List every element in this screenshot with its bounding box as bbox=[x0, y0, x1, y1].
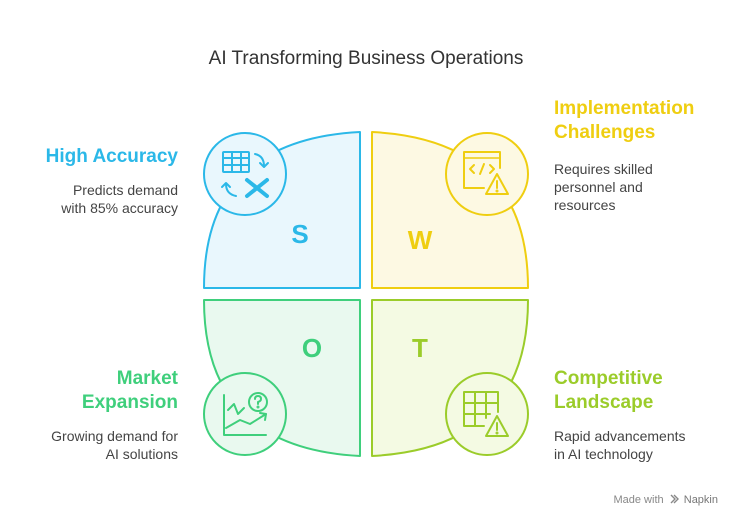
threat-description-line: in AI technology bbox=[554, 446, 653, 462]
attribution-brand: Napkin bbox=[683, 494, 718, 506]
weakness-heading-line: Implementation bbox=[554, 98, 695, 119]
opportunity-description-line: Growing demand for bbox=[51, 428, 178, 444]
chart-question-icon bbox=[203, 372, 287, 456]
threat-heading: Competitive Landscape bbox=[554, 367, 663, 415]
spreadsheet-formula-icon bbox=[203, 132, 287, 216]
napkin-logo-icon bbox=[670, 494, 679, 504]
napkin-attribution[interactable]: Made with Napkin bbox=[613, 494, 718, 506]
letter-t: T bbox=[412, 333, 428, 363]
strength-description-line: with 85% accuracy bbox=[61, 200, 178, 216]
opportunity-heading-line: Expansion bbox=[81, 392, 178, 413]
threat-heading-line: Competitive bbox=[554, 368, 663, 389]
weakness-heading: Implementation Challenges bbox=[554, 97, 694, 145]
attribution-prefix: Made with bbox=[613, 494, 664, 506]
letter-w: W bbox=[408, 225, 433, 255]
opportunity-heading: Market Expansion bbox=[82, 367, 178, 415]
threat-description-line: Rapid advancements bbox=[554, 428, 686, 444]
weakness-heading-line: Challenges bbox=[554, 122, 656, 143]
strength-description: Predicts demand with 85% accuracy bbox=[61, 181, 178, 217]
weakness-description: Requires skilled personnel and resources bbox=[554, 160, 653, 214]
code-warning-icon bbox=[445, 132, 529, 216]
weakness-description-line: Requires skilled bbox=[554, 161, 653, 177]
threat-heading-line: Landscape bbox=[554, 392, 654, 413]
letter-o: O bbox=[302, 333, 322, 363]
grid-warning-icon bbox=[445, 372, 529, 456]
opportunity-heading-line: Market bbox=[116, 368, 178, 389]
opportunity-description: Growing demand for AI solutions bbox=[51, 427, 178, 463]
page-title: AI Transforming Business Operations bbox=[208, 48, 524, 69]
letter-s: S bbox=[291, 219, 308, 249]
weakness-description-line: resources bbox=[554, 197, 616, 213]
opportunity-description-line: AI solutions bbox=[105, 446, 178, 462]
strength-description-line: Predicts demand bbox=[72, 182, 178, 198]
threat-description: Rapid advancements in AI technology bbox=[554, 427, 686, 463]
strength-heading: High Accuracy bbox=[45, 146, 178, 167]
weakness-description-line: personnel and bbox=[554, 179, 643, 195]
